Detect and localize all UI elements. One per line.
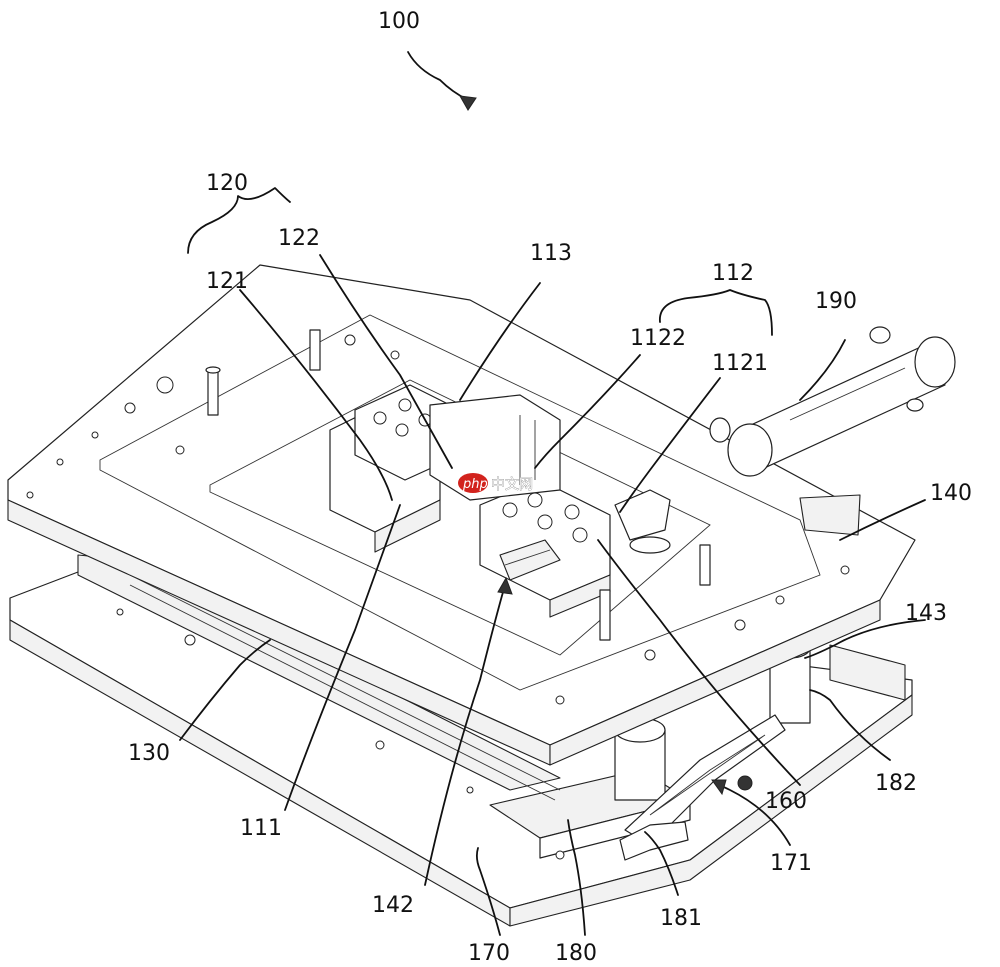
component-142 [499, 539, 561, 581]
handle-171 [619, 714, 786, 861]
php-logo-watermark: php 中文网 [458, 473, 533, 493]
posts-121 [205, 329, 711, 641]
label-142: 142 [372, 893, 414, 918]
label-171: 171 [770, 851, 812, 876]
label-182: 182 [875, 771, 917, 796]
label-100: 100 [378, 9, 420, 34]
mounting-holes [26, 334, 850, 860]
label-190: 190 [815, 289, 857, 314]
bracket-112 [659, 289, 773, 336]
label-180: 180 [555, 941, 597, 966]
label-181: 181 [660, 906, 702, 931]
label-143: 143 [905, 601, 947, 626]
bracket-120 [187, 187, 291, 254]
label-130: 130 [128, 741, 170, 766]
component-1121 [614, 489, 671, 554]
label-122: 122 [278, 226, 320, 251]
plate-113 [429, 394, 561, 501]
label-160: 160 [765, 789, 807, 814]
label-120: 120 [206, 171, 248, 196]
guide-rail-130 [77, 554, 561, 801]
cylinder-190 [709, 326, 956, 477]
reference-labels: 100 120 122 121 113 112 1122 1121 190 14… [128, 9, 972, 966]
label-111: 111 [240, 816, 282, 841]
arrow-100 [407, 51, 477, 111]
label-1122: 1122 [630, 326, 686, 351]
label-112: 112 [712, 261, 754, 286]
watermark-badge: php [462, 477, 488, 492]
label-121: 121 [206, 269, 248, 294]
label-170: 170 [468, 941, 510, 966]
watermark-text: 中文网 [491, 477, 533, 493]
label-140: 140 [930, 481, 972, 506]
label-1121: 1121 [712, 351, 768, 376]
top-plate-140 [7, 264, 916, 766]
leader-lines [179, 254, 926, 936]
label-113: 113 [530, 241, 572, 266]
